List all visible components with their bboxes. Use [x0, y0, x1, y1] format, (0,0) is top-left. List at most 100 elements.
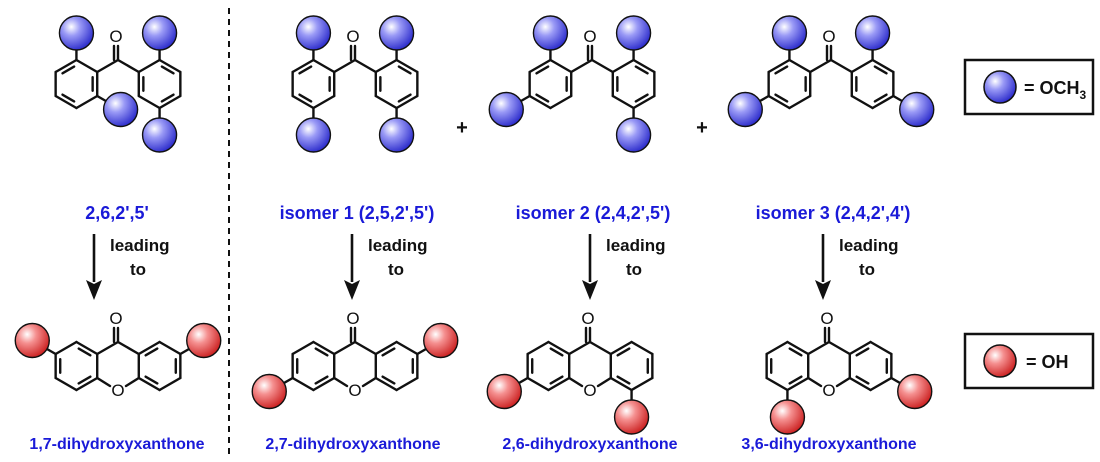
ring-double-bond — [634, 93, 649, 103]
ring-bond — [871, 58, 895, 74]
methoxy-ball-icon — [854, 15, 891, 51]
ring-bond — [291, 58, 315, 74]
precursor-label: 2,6,2',5' — [85, 203, 149, 223]
reaction-arrow: leading to — [582, 234, 666, 300]
ring-bond — [526, 340, 550, 356]
ring-bond — [547, 376, 571, 392]
ring-bond — [568, 376, 584, 388]
hydroxy-ball-icon — [486, 373, 522, 410]
aryl-bond — [570, 58, 594, 74]
ring-double-bond — [314, 347, 329, 357]
methoxy-ball-icon — [295, 15, 332, 51]
ring-double-bond — [549, 347, 564, 357]
ring-bond — [547, 340, 571, 356]
product-label: 3,6-dihydroxyxanthone — [741, 436, 916, 453]
ring-bond — [835, 376, 851, 388]
ring-double-bond — [535, 93, 550, 103]
ring-bond — [526, 376, 550, 392]
plus-sign: + — [696, 117, 708, 139]
arrow-text: to — [626, 260, 642, 279]
ring-bond — [374, 376, 398, 392]
ring-double-bond — [61, 65, 76, 75]
carbonyl-oxygen: O — [109, 27, 122, 46]
ring-double-bond — [298, 93, 313, 103]
benzophenone-structure: O — [488, 15, 656, 153]
methoxy-ball-icon — [771, 15, 808, 51]
aryl-bond — [829, 58, 853, 74]
ring-bond — [353, 340, 377, 356]
ring-bond — [871, 94, 895, 110]
methoxy-ball-icon — [102, 91, 139, 128]
legend-methoxy: = OCH3 — [963, 58, 1095, 116]
ring-bond — [549, 94, 573, 110]
ring-bond — [137, 58, 161, 74]
ring-double-bond — [616, 375, 631, 385]
ring-bond — [850, 58, 874, 74]
reaction-arrow: leading to — [815, 234, 899, 300]
methoxy-ball-icon — [295, 117, 332, 153]
aryl-bond — [590, 58, 614, 74]
benzophenone-structure: O — [291, 15, 419, 153]
aryl-bond — [809, 58, 833, 74]
methoxy-ball-icon — [615, 15, 652, 51]
legend-methoxy-label: = OCH — [1024, 78, 1080, 98]
hydroxy-ball-icon — [423, 322, 459, 359]
hydroxy-ball-icon — [897, 373, 933, 410]
ring-bond — [549, 58, 573, 74]
benzophenone-structure: O — [727, 15, 935, 128]
ring-double-bond — [397, 93, 412, 103]
carbonyl-oxygen: O — [109, 309, 122, 328]
ring-double-bond — [144, 347, 159, 357]
ring-bond — [75, 340, 99, 356]
ring-bond — [869, 340, 893, 356]
ring-bond — [374, 94, 398, 110]
methoxy-ball-icon — [378, 117, 415, 153]
ring-bond — [312, 58, 336, 74]
ring-bond — [374, 340, 398, 356]
ring-bond — [312, 94, 336, 110]
arrow-text: to — [388, 260, 404, 279]
precursor-label: isomer 3 (2,4,2',4') — [756, 203, 911, 223]
ring-bond — [312, 376, 336, 392]
ring-bond — [374, 58, 398, 74]
ring-bond — [767, 58, 791, 74]
ring-bond — [137, 340, 161, 356]
ring-bond — [528, 58, 552, 74]
legend-hydroxy-label: = OH — [1026, 352, 1069, 372]
methoxy-ball-icon — [615, 117, 652, 153]
ring-bond — [630, 376, 654, 392]
arrow-text: leading — [606, 236, 666, 255]
ring-bond — [137, 94, 161, 110]
ring-bond — [395, 58, 419, 74]
ring-bond — [96, 340, 120, 356]
ring-double-bond — [397, 65, 412, 75]
ring-double-bond — [298, 65, 313, 75]
ring-bond — [333, 376, 349, 388]
ring-bond — [632, 58, 656, 74]
ring-bond — [116, 340, 140, 356]
ring-bond — [788, 58, 812, 74]
ring-bond — [786, 340, 810, 356]
product-label: 1,7-dihydroxyxanthone — [29, 436, 204, 453]
methoxy-ball-icon — [899, 91, 935, 128]
hydroxy-ball-icon — [186, 322, 222, 359]
carbonyl-oxygen: O — [346, 27, 359, 46]
arrow-text: to — [859, 260, 875, 279]
ring-double-bond — [144, 375, 159, 385]
ring-double-bond — [634, 65, 649, 75]
xanthone-structure: OO — [765, 309, 933, 435]
ring-double-bond — [549, 375, 564, 385]
ring-bond — [588, 340, 612, 356]
ring-bond — [75, 376, 99, 392]
ring-bond — [788, 94, 812, 110]
methoxy-ball-icon — [141, 117, 178, 153]
ring-double-bond — [381, 375, 396, 385]
plus-sign: + — [456, 117, 468, 139]
methoxy-ball-icon — [488, 91, 524, 128]
ring-double-bond — [314, 375, 329, 385]
ring-double-bond — [788, 375, 803, 385]
ring-oxygen: O — [348, 381, 361, 400]
ring-bond — [568, 340, 592, 356]
ring-bond — [611, 58, 635, 74]
